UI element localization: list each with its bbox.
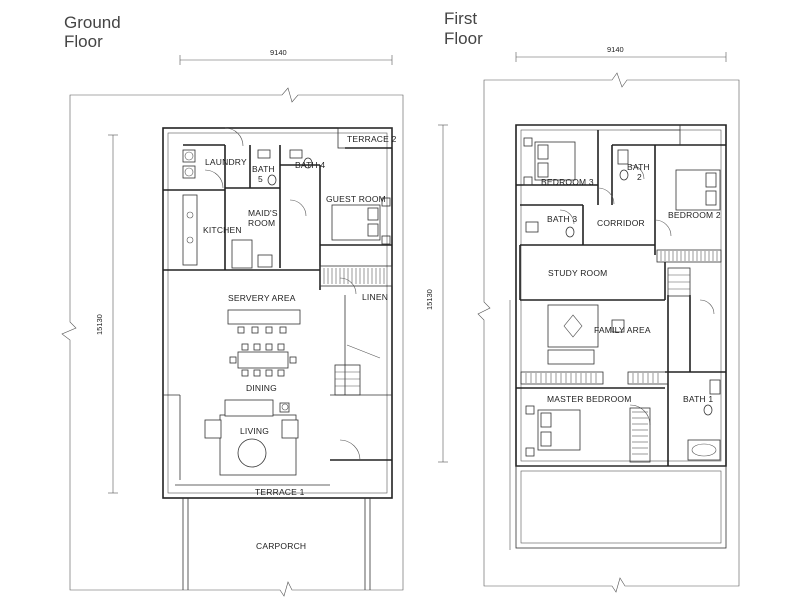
ground-site-boundary [61,87,404,597]
ground-length-dimension: 15130 [95,134,118,494]
ground-floor-title-line2: Floor [64,32,103,51]
first-label-bath2-line1: BATH [627,162,650,172]
first-label-bedroom2: BEDROOM 2 [668,210,721,220]
ground-label-laundry: LAUNDRY [205,157,247,167]
first-floor-plan: First Floor 9140 15130 [425,9,740,593]
first-label-bath2-line2: 2 [637,172,642,182]
ground-floor-title-line1: Ground [64,13,121,32]
first-width-dimension: 9140 [515,45,727,62]
first-label-bedroom3: BEDROOM 3 [541,177,594,187]
first-width-label: 9140 [607,45,624,54]
first-label-master-bedroom: MASTER BEDROOM [547,394,632,404]
ground-label-dining: DINING [246,383,277,393]
first-label-study-room: STUDY ROOM [548,268,607,278]
first-floor-title-line2: Floor [444,29,483,48]
ground-label-linen: LINEN [362,292,388,302]
first-length-label: 15130 [425,289,434,310]
ground-floor-plan: Ground Floor 9140 15130 [61,13,404,597]
first-site-boundary [477,72,740,593]
ground-label-bath5-line2: 5 [258,174,263,184]
ground-label-bath5-line1: BATH [252,164,275,174]
ground-label-maids-line1: MAID'S [248,208,278,218]
first-label-bath3: BATH 3 [547,214,577,224]
ground-label-terrace2: TERRACE 2 [347,134,397,144]
first-floor-title-line1: First [444,9,477,28]
first-label-bath1: BATH 1 [683,394,713,404]
ground-label-servery: SERVERY AREA [228,293,296,303]
first-label-family-area: FAMILY AREA [594,325,651,335]
ground-label-kitchen: KITCHEN [203,225,242,235]
first-label-corridor: CORRIDOR [597,218,645,228]
ground-label-maids-line2: ROOM [248,218,275,228]
ground-length-label: 15130 [95,314,104,335]
ground-label-carporch: CARPORCH [256,541,306,551]
ground-house-outline [162,127,393,499]
first-length-dimension: 15130 [425,124,448,463]
ground-label-guest-room: GUEST ROOM [326,194,386,204]
ground-width-label: 9140 [270,48,287,57]
ground-width-dimension: 9140 [179,48,393,65]
ground-label-bath4: BATH 4 [295,160,325,170]
ground-label-terrace1: TERRACE 1 [255,487,305,497]
ground-label-living: LIVING [240,426,269,436]
